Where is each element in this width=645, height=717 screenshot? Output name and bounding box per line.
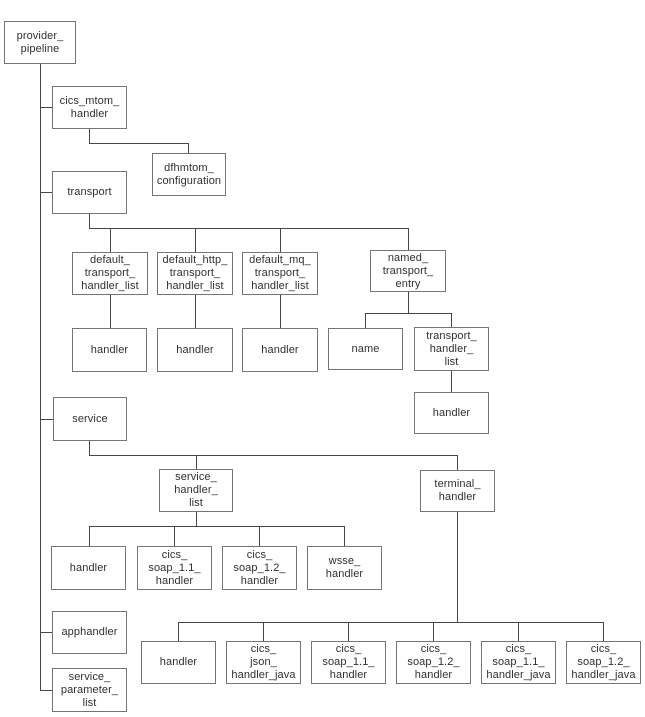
node-handler-service: handler (51, 546, 126, 590)
connector-default-transport-handler (110, 295, 111, 328)
connector-stub-service-parameter-list (40, 690, 52, 691)
node-service-handler-list: service_ handler_ list (159, 469, 233, 512)
connector-stub-terminal-soap12 (433, 622, 434, 641)
node-handler-default-mq: handler (242, 328, 318, 372)
connector-stub-terminal-handler (457, 455, 458, 470)
node-wsse-handler: wsse_ handler (307, 546, 382, 590)
connector-stub-terminal-json (263, 622, 264, 641)
node-default-transport-handler-list: default_ transport_ handler_list (72, 252, 148, 295)
connector-transport-branch (89, 228, 409, 229)
node-label: name (351, 342, 380, 355)
node-label: cics_ soap_1.1_ handler_java (486, 643, 551, 681)
node-handler-default-transport: handler (72, 328, 147, 372)
connector-stub-terminal-soap12-java (603, 622, 604, 641)
connector-stub-terminal-soap11 (348, 622, 349, 641)
node-default-mq-transport-handler-list: default_mq_ transport_ handler_list (242, 252, 318, 295)
connector-stub-default-transport-list (110, 228, 111, 252)
connector-mtom-down (89, 129, 90, 143)
node-label: cics_ soap_1.1_ handler (322, 643, 375, 681)
connector-shl-branch (89, 526, 345, 527)
connector-mtom-across (89, 143, 189, 144)
node-transport-handler-list: transport_ handler_ list (414, 327, 489, 371)
connector-stub-named-transport-entry (408, 228, 409, 250)
node-label: cics_ soap_1.2_ handler_java (571, 643, 636, 681)
connector-transport-down (89, 214, 90, 228)
node-label: apphandler (61, 626, 118, 638)
connector-mtom-into-dfhmtom (188, 143, 189, 153)
connector-stub-apphandler (40, 632, 52, 633)
node-transport: transport (52, 171, 127, 214)
node-label: service (72, 412, 108, 425)
node-dfhmtom-configuration: dfhmtom_ configuration (152, 153, 226, 196)
node-service: service (53, 397, 127, 441)
node-cics-mtom-handler: cics_mtom_ handler (52, 86, 127, 129)
node-terminal-handler: terminal_ handler (420, 470, 495, 512)
connector-stub-shl-soap11 (174, 526, 175, 546)
node-default-http-transport-handler-list: default_http_ transport_ handler_list (157, 252, 233, 295)
node-label: handler (90, 343, 129, 356)
node-label: default_ transport_ handler_list (81, 254, 139, 292)
node-apphandler: apphandler (52, 611, 127, 654)
connector-trunk (40, 63, 41, 690)
connector-stub-shl-wsse (344, 526, 345, 546)
node-label: handler (69, 561, 108, 574)
connector-service-branch (89, 455, 458, 456)
node-label: default_http_ transport_ handler_list (162, 254, 228, 292)
node-label: terminal_ handler (434, 478, 481, 503)
node-label: handler (261, 343, 299, 356)
connector-terminal-branch (178, 622, 604, 623)
connector-stub-shl-handler (89, 526, 90, 546)
connector-stub-shl-soap12 (259, 526, 260, 546)
node-cics-soap-11-handler-service: cics_ soap_1.1_ handler (137, 546, 212, 590)
connector-stub-transport-handler-list (451, 313, 452, 327)
connector-service-down (89, 441, 90, 455)
node-handler-transport-list: handler (414, 392, 489, 434)
connector-stub-terminal-soap11-java (518, 622, 519, 641)
node-label: cics_ soap_1.1_ handler (148, 548, 201, 587)
node-label: cics_ json_ handler_java (231, 643, 296, 681)
node-label: handler (176, 343, 214, 356)
node-label: provider_ pipeline (16, 29, 64, 55)
connector-stub-name (365, 313, 366, 328)
node-service-parameter-list: service_ parameter_ list (52, 668, 127, 712)
connector-named-entry-down (408, 292, 409, 313)
node-named-transport-entry: named_ transport_ entry (370, 250, 446, 292)
node-provider-pipeline: provider_ pipeline (4, 21, 76, 64)
node-handler-default-http: handler (157, 328, 233, 372)
node-label: handler (159, 656, 198, 668)
node-cics-soap-12-handler-service: cics_ soap_1.2_ handler (222, 546, 297, 590)
connector-shl-down (196, 512, 197, 526)
node-label: transport_ handler_ list (426, 329, 477, 368)
connector-default-http-handler (195, 295, 196, 328)
node-cics-soap-12-handler-terminal: cics_ soap_1.2_ handler (396, 641, 471, 684)
connector-stub-cics-mtom (40, 107, 52, 108)
node-label: service_ handler_ list (174, 471, 218, 509)
node-label: transport (67, 186, 112, 198)
connector-stub-service (40, 419, 53, 420)
node-handler-terminal: handler (141, 641, 216, 684)
connector-terminal-down (457, 511, 458, 622)
connector-transport-handler-list-handler (451, 371, 452, 392)
node-cics-soap-11-handler-terminal: cics_ soap_1.1_ handler (311, 641, 386, 684)
connector-stub-default-http-list (195, 228, 196, 252)
connector-stub-terminal-handler-child (178, 622, 179, 641)
node-label: named_ transport_ entry (382, 251, 434, 290)
node-label: service_ parameter_ list (60, 670, 119, 709)
node-label: cics_ soap_1.2_ handler (233, 548, 286, 587)
node-cics-json-handler-java: cics_ json_ handler_java (226, 641, 301, 684)
node-cics-soap-12-handler-java: cics_ soap_1.2_ handler_java (566, 641, 641, 684)
node-cics-soap-11-handler-java: cics_ soap_1.1_ handler_java (481, 641, 556, 684)
node-label: default_mq_ transport_ handler_list (249, 254, 311, 292)
connector-stub-transport (40, 192, 52, 193)
node-label: handler (432, 406, 471, 419)
connector-named-entry-branch (365, 313, 452, 314)
node-label: dfhmtom_ configuration (156, 161, 222, 187)
node-label: cics_mtom_ handler (59, 94, 120, 120)
node-label: wsse_ handler (325, 555, 364, 580)
node-label: cics_ soap_1.2_ handler (407, 643, 460, 681)
connector-default-mq-handler (280, 295, 281, 328)
connector-stub-service-handler-list (196, 455, 197, 469)
connector-stub-default-mq-list (280, 228, 281, 252)
node-name: name (328, 328, 403, 370)
